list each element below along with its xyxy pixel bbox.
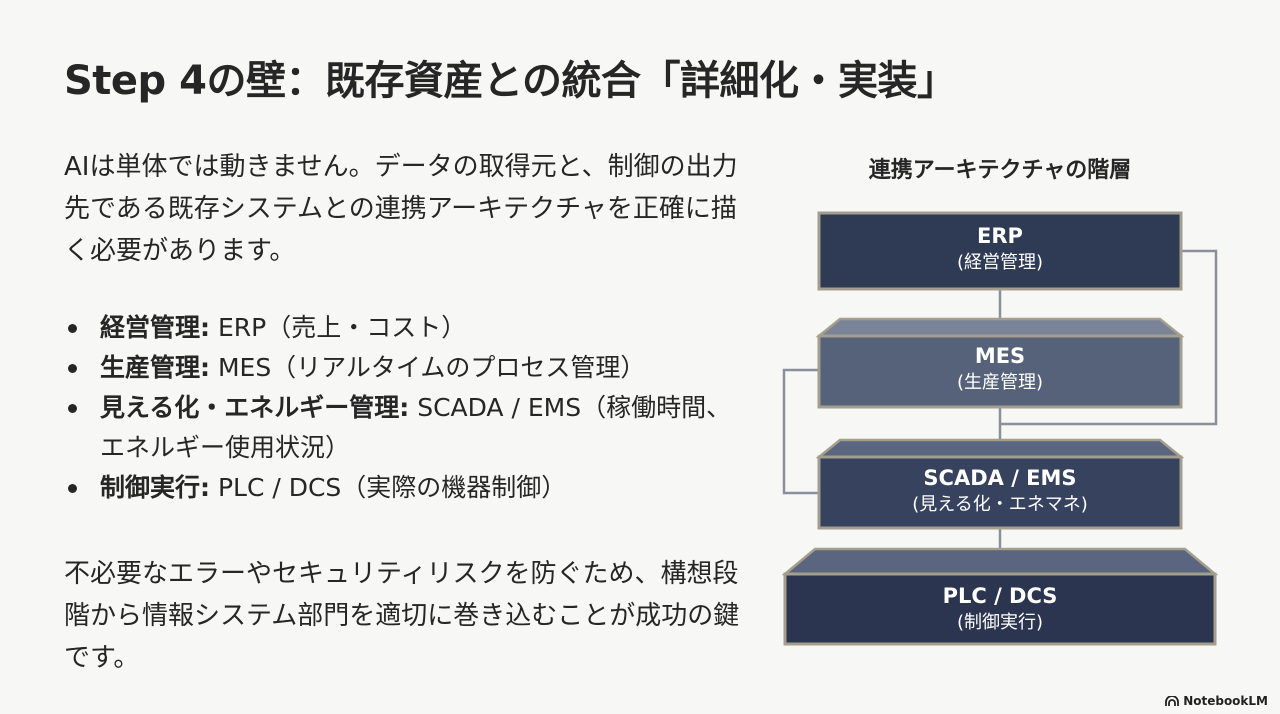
bullet-term: 見える化・エネルギー管理: — [100, 393, 410, 422]
layer-role: (制御実行) — [956, 612, 1044, 633]
bullet-text: SCADA / EMS（稼働時間、エネルギー使用状況） — [100, 393, 732, 462]
bullet-term: 制御実行: — [100, 473, 210, 502]
scada-layer-label: SCADA / EMS (見える化・エネマネ) — [819, 464, 1181, 518]
bullet-text: PLC / DCS（実際の機器制御） — [210, 473, 567, 502]
outro-paragraph: 不必要なエラーやセキュリティリスクを防ぐため、構想段階から情報システム部門を適切… — [64, 559, 740, 673]
notebooklm-logo-icon — [1165, 696, 1180, 706]
layer-role: (経営管理) — [956, 252, 1044, 273]
system-layer-list: 経営管理: ERP（売上・コスト） 生産管理: MES（リアルタイムのプロセス管… — [64, 308, 744, 508]
connector-mes-left-loop — [782, 368, 819, 495]
list-item: 生産管理: MES（リアルタイムのプロセス管理） — [64, 348, 744, 388]
plc-layer-box — [783, 572, 1217, 646]
mes-layer-top-face — [815, 317, 1185, 338]
erp-layer-box — [817, 211, 1183, 291]
mes-layer-box — [817, 334, 1183, 409]
bullet-text: ERP（売上・コスト） — [210, 313, 467, 342]
bullet-icon — [68, 364, 77, 373]
mes-layer-label: MES (生産管理) — [819, 342, 1181, 396]
layer-name: MES — [974, 344, 1026, 368]
plc-layer-label: PLC / DCS (制御実行) — [785, 582, 1215, 636]
bullet-icon — [68, 484, 77, 493]
layer-name: ERP — [977, 224, 1023, 248]
brand-label: NotebookLM — [1183, 694, 1268, 708]
layer-name: PLC / DCS — [942, 584, 1058, 608]
scada-layer-box — [817, 455, 1183, 530]
list-item: 経営管理: ERP（売上・コスト） — [64, 308, 744, 348]
list-item: 見える化・エネルギー管理: SCADA / EMS（稼働時間、エネルギー使用状況… — [64, 388, 744, 468]
bullet-icon — [68, 324, 77, 333]
layer-name: SCADA / EMS — [923, 466, 1077, 490]
slide-title: Step 4の壁：既存資産との統合「詳細化・実装」 — [64, 58, 957, 104]
scada-layer-top-face — [815, 438, 1185, 459]
plc-layer-top-face — [781, 547, 1219, 576]
bullet-term: 経営管理: — [100, 313, 210, 342]
diagram-title: 連携アーキテクチャの階層 — [868, 158, 1132, 183]
intro-paragraph: AIは単体では動きません。データの取得元と、制御の出力先である既存システムとの連… — [64, 152, 738, 266]
brand-watermark: NotebookLM — [1165, 694, 1268, 708]
bullet-term: 生産管理: — [100, 353, 210, 382]
list-item: 制御実行: PLC / DCS（実際の機器制御） — [64, 468, 744, 508]
layer-role: (見える化・エネマネ) — [912, 494, 1088, 515]
bullet-icon — [68, 404, 77, 413]
layer-role: (生産管理) — [956, 372, 1044, 393]
bullet-text: MES（リアルタイムのプロセス管理） — [210, 353, 646, 382]
connector-erp-right-loop — [1000, 249, 1218, 426]
erp-layer-label: ERP (経営管理) — [819, 222, 1181, 276]
